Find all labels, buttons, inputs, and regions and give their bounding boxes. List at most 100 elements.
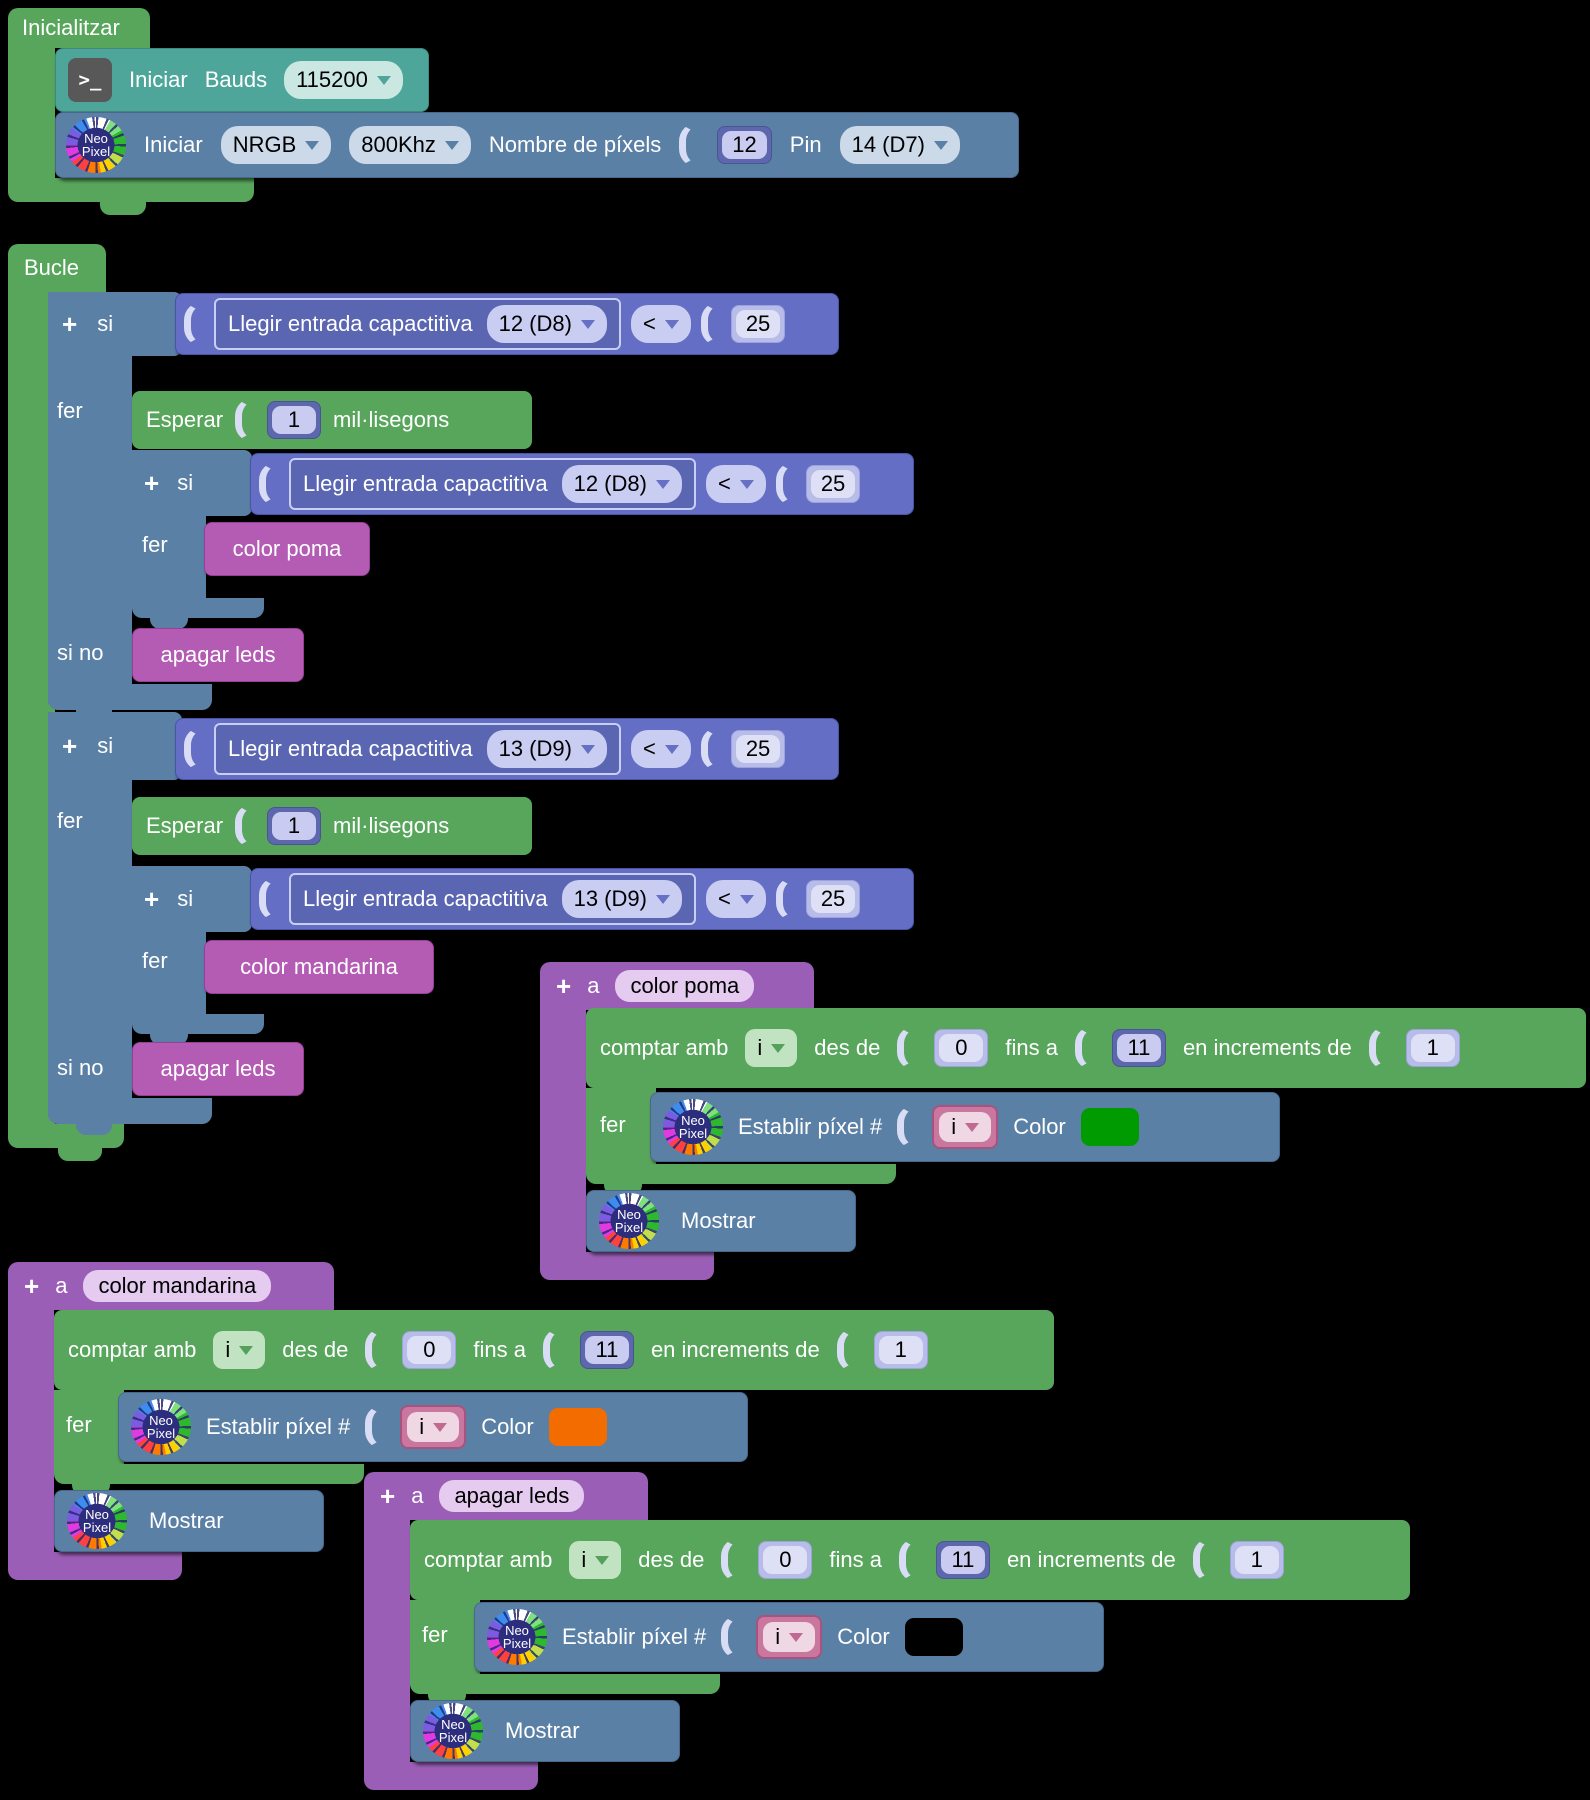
to-number-block[interactable]: 11 [935,1541,990,1579]
capacitive-read-block[interactable]: Llegir entrada capactitiva 13 (D9) [214,723,621,775]
threshold-number-block[interactable]: 25 [805,880,861,918]
compare-block[interactable]: Llegir entrada capactitiva 13 (D9) < 25 [250,868,914,930]
mutator-plus-icon[interactable]: + [62,731,78,761]
capacitive-read-block[interactable]: Llegir entrada capactitiva 12 (D8) [214,298,621,350]
baud-dropdown[interactable]: 115200 [284,61,403,99]
loop-variable-dropdown[interactable]: i [745,1029,798,1067]
capacitive-pin-dropdown[interactable]: 12 (D8) [486,305,607,343]
block-bucle-spine[interactable] [8,292,55,1124]
capacitive-pin-dropdown[interactable]: 13 (D9) [561,880,682,918]
function-def-mandarina-header[interactable]: + a color mandarina [8,1262,334,1310]
to-number-block[interactable]: 11 [579,1331,634,1369]
if-block-2a-bottom[interactable] [132,1014,264,1034]
threshold-number-block[interactable]: 25 [805,465,861,503]
if-block-1a-header[interactable]: + si [132,450,252,516]
for-loop-spine[interactable] [54,1390,124,1464]
npix-number-block[interactable]: 12 [717,126,772,164]
from-number-block[interactable]: 0 [402,1331,457,1369]
if-block-2-header[interactable]: + si [48,712,182,780]
function-def-poma-foot[interactable] [540,1252,714,1280]
compare-block[interactable]: Llegir entrada capactitiva 13 (D9) < 25 [175,718,839,780]
block-inicialitzar-spine[interactable] [8,40,55,180]
function-def-apagar-spine[interactable] [364,1520,410,1764]
from-number-block[interactable]: 0 [934,1029,989,1067]
function-name-field[interactable]: color poma [615,970,755,1002]
function-name-field[interactable]: color mandarina [83,1270,272,1302]
compare-block[interactable]: Llegir entrada capactitiva 12 (D8) < 25 [175,293,839,355]
for-loop-block[interactable]: comptar amb i des de 0 fins a 11 en incr… [54,1310,1054,1390]
operator-dropdown[interactable]: < [705,465,766,503]
pin-dropdown[interactable]: 14 (D7) [839,126,960,164]
color-swatch[interactable] [548,1408,607,1446]
call-apagar-leds-block[interactable]: apagar leds [132,1042,304,1096]
capacitive-pin-dropdown[interactable]: 12 (D8) [561,465,682,503]
if-block-1-header[interactable]: + si [48,292,182,356]
if-block-1-bottom[interactable] [48,684,212,710]
operator-dropdown[interactable]: < [630,730,691,768]
block-serial-init[interactable]: >_ Iniciar Bauds 115200 [55,48,429,112]
for-loop-bottom[interactable] [410,1674,720,1694]
function-def-mandarina-foot[interactable] [8,1552,182,1580]
mutator-plus-icon[interactable]: + [556,971,572,1001]
variable-i-block[interactable]: i [932,1105,999,1149]
call-apagar-leds-block[interactable]: apagar leds [132,628,304,682]
function-def-mandarina-spine[interactable] [8,1310,54,1554]
threshold-number-block[interactable]: 25 [730,305,786,343]
for-loop-spine[interactable] [410,1600,480,1674]
from-number-block[interactable]: 0 [758,1541,813,1579]
for-loop-block[interactable]: comptar amb i des de 0 fins a 11 en incr… [410,1520,1410,1600]
neopixel-freq-dropdown[interactable]: 800Khz [349,126,471,164]
delay-number-block[interactable]: 1 [267,807,322,845]
if-block-1a-bottom[interactable] [132,598,264,618]
call-color-mandarina-block[interactable]: color mandarina [204,940,434,994]
variable-i-block[interactable]: i [400,1405,467,1449]
function-def-apagar-foot[interactable] [364,1762,538,1790]
if-block-1-spine[interactable] [48,292,132,704]
if-block-2-bottom[interactable] [48,1098,212,1124]
mutator-plus-icon[interactable]: + [144,468,160,498]
function-def-poma-header[interactable]: + a color poma [540,962,814,1010]
neopixel-mode-dropdown[interactable]: NRGB [220,126,332,164]
function-name-field[interactable]: apagar leds [439,1480,585,1512]
function-def-poma-spine[interactable] [540,1010,586,1254]
by-number-block[interactable]: 1 [1405,1029,1460,1067]
color-swatch[interactable] [1080,1108,1139,1146]
mutator-plus-icon[interactable]: + [144,884,160,914]
operator-dropdown[interactable]: < [630,305,691,343]
to-number-block[interactable]: 11 [1111,1029,1166,1067]
function-def-apagar-header[interactable]: + a apagar leds [364,1472,648,1520]
threshold-number-block[interactable]: 25 [730,730,786,768]
variable-i-block[interactable]: i [756,1615,823,1659]
mutator-plus-icon[interactable]: + [24,1271,40,1301]
capacitive-read-block[interactable]: Llegir entrada capactitiva 13 (D9) [289,873,696,925]
delay-number-block[interactable]: 1 [267,401,322,439]
for-loop-bottom[interactable] [54,1464,364,1484]
loop-variable-dropdown[interactable]: i [569,1541,622,1579]
by-number-block[interactable]: 1 [1229,1541,1284,1579]
compare-block[interactable]: Llegir entrada capactitiva 12 (D8) < 25 [250,453,914,515]
color-swatch[interactable] [904,1618,963,1656]
if-block-2a-header[interactable]: + si [132,866,252,932]
capacitive-pin-dropdown[interactable]: 13 (D9) [486,730,607,768]
for-loop-spine[interactable] [586,1088,656,1164]
capacitive-read-block[interactable]: Llegir entrada capactitiva 12 (D8) [289,458,696,510]
for-loop-bottom[interactable] [586,1164,896,1184]
esperar-block[interactable]: Esperar 1 mil·lisegons [132,797,532,855]
operator-dropdown[interactable]: < [705,880,766,918]
mutator-plus-icon[interactable]: + [380,1481,396,1511]
block-inicialitzar-foot[interactable] [8,178,254,202]
loop-variable-dropdown[interactable]: i [213,1331,266,1369]
by-number-block[interactable]: 1 [873,1331,928,1369]
call-color-poma-block[interactable]: color poma [204,522,370,576]
block-bucle-header[interactable]: Bucle [8,244,106,292]
for-loop-block[interactable]: comptar amb i des de 0 fins a 11 en incr… [586,1008,1586,1088]
mutator-plus-icon[interactable]: + [62,309,78,339]
esperar-block[interactable]: Esperar 1 mil·lisegons [132,391,532,449]
